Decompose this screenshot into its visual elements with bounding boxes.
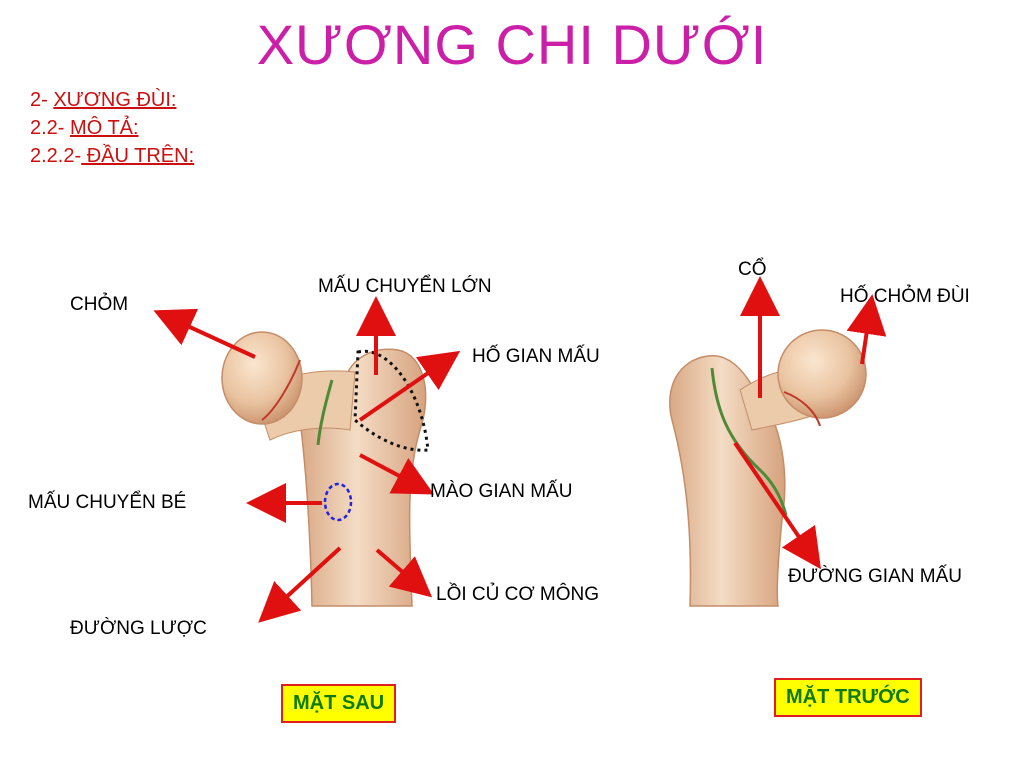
arrow-fovea [846, 294, 887, 365]
intertrochanteric-fossa-outline [353, 349, 430, 452]
label-intertrochanteric-crest: MÀO GIAN MẤU [430, 481, 573, 502]
outline-line-2: 2.2- MÔ TẢ: [30, 114, 194, 142]
slide-title: XƯƠNG CHI DƯỚI [256, 13, 768, 76]
view-label-posterior: MẶT SAU [281, 684, 397, 723]
arrow-head [153, 308, 256, 359]
label-neck: CỔ [738, 259, 767, 280]
label-fovea: HỐ CHỎM ĐÙI [840, 286, 970, 307]
arrow-pectineal-line [258, 546, 342, 623]
outline-heading: XƯƠNG ĐÙI: [53, 89, 177, 111]
label-head: CHỎM [70, 294, 129, 315]
label-lesser-trochanter: MẤU CHUYỂN BÉ [28, 492, 187, 513]
outline-line-1: 2- XƯƠNG ĐÙI: [30, 86, 194, 114]
outline-prefix: 2.2.2- [30, 145, 82, 167]
label-greater-trochanter: MẤU CHUYỂN LỚN [318, 276, 492, 297]
outline-line-3: 2.2.2- ĐẦU TRÊN: [30, 142, 194, 170]
label-intertrochanteric-fossa: HỐ GIAN MẤU [472, 346, 600, 367]
outline-prefix: 2- [30, 89, 54, 111]
label-pectineal-line: ĐƯỜNG LƯỢC [70, 618, 207, 639]
outline-heading: MÔ TẢ: [70, 117, 139, 139]
posterior-arrows [153, 296, 461, 623]
label-intertrochanteric-line: ĐƯỜNG GIAN MẤU [788, 566, 962, 587]
view-label-anterior: MẶT TRƯỚC [774, 678, 922, 717]
arrow-intertrochanteric-fossa [358, 350, 461, 422]
anterior-head [777, 329, 867, 419]
label-gluteal-tuberosity: LỒI CỦ CƠ MÔNG [436, 584, 600, 605]
arrow-intertrochanteric-crest [359, 453, 435, 495]
posterior-head [221, 331, 303, 425]
outline-heading: ĐẦU TRÊN: [81, 145, 195, 167]
posterior-green-line [316, 379, 334, 446]
femur-posterior-view [221, 331, 430, 607]
arrow-gluteal-tuberosity [375, 548, 433, 598]
anterior-green-line [710, 367, 788, 516]
anterior-capsule-line [783, 391, 821, 427]
lesser-trochanter-outline [323, 482, 353, 522]
posterior-capsule-line [261, 359, 301, 421]
section-outline: 2- XƯƠNG ĐÙI: 2.2- MÔ TẢ: 2.2.2- ĐẦU TRÊ… [30, 86, 194, 170]
femur-anterior-view [669, 329, 867, 607]
anterior-arrows [733, 276, 887, 570]
outline-prefix: 2.2- [30, 117, 71, 139]
arrow-intertrochanteric-line [733, 441, 822, 570]
